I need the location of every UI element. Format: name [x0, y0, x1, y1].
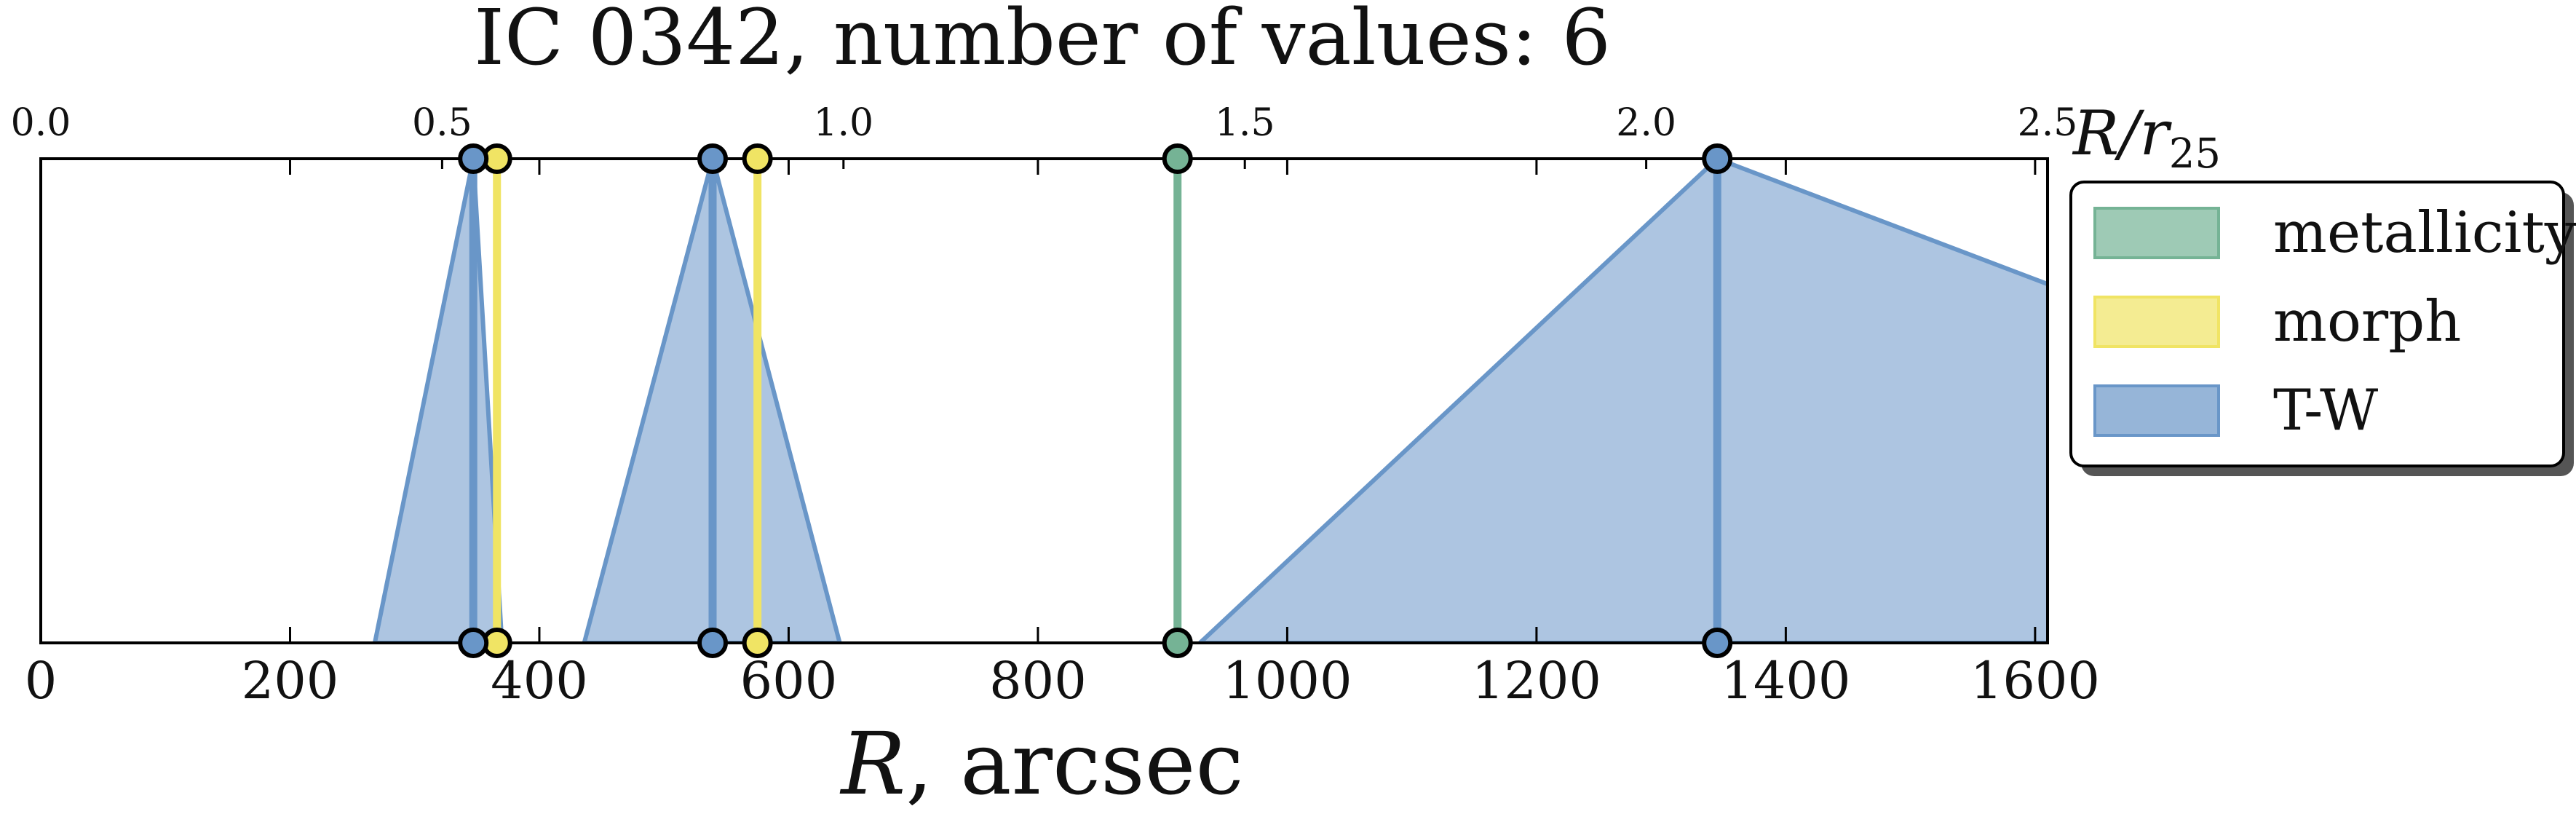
legend-label: T-W [2273, 378, 2378, 443]
x-tick-label: 600 [740, 651, 838, 711]
tw-triangle-0 [372, 159, 504, 643]
legend-swatch-morph [2093, 296, 2220, 348]
plot-frame [39, 157, 2049, 644]
tw-triangle-2 [1197, 159, 2048, 643]
legend-swatch-metallicity [2093, 207, 2220, 259]
x-axis-label-unit: , arcsec [905, 714, 1243, 814]
tw-marker-0-top [458, 143, 489, 174]
top-tick-label: 1.5 [1215, 101, 1275, 145]
x-tick-label: 1200 [1472, 651, 1601, 711]
legend-label: morph [2273, 289, 2461, 355]
x-tick-label: 800 [989, 651, 1087, 711]
top-tick-label: 0.0 [11, 101, 71, 145]
plot-area [372, 159, 2048, 643]
tw-marker-1-bottom [697, 628, 728, 658]
metallicity-marker-0-bottom [1162, 628, 1193, 658]
x-axis-label: R, arcsec [839, 714, 1243, 814]
metallicity-marker-0-top [1162, 143, 1193, 174]
top-axis-label-base: R/r [2072, 98, 2173, 169]
x-axis-label-var: R [839, 714, 905, 814]
legend-swatch-T-W [2093, 384, 2220, 437]
tw-marker-2-bottom [1702, 628, 1733, 658]
top-axis-label-sub: 25 [2169, 130, 2221, 178]
tw-marker-1-top [697, 143, 728, 174]
x-tick-label: 1600 [1970, 651, 2100, 711]
top-axis-label: R/r25 [2072, 98, 2221, 178]
x-tick-label: 400 [491, 651, 588, 711]
chart-title: IC 0342, number of values: 6 [474, 0, 1611, 82]
morph-marker-1-bottom [742, 628, 773, 658]
x-tick-label: 200 [242, 651, 339, 711]
x-tick-label: 1400 [1721, 651, 1850, 711]
top-tick-label: 1.0 [813, 101, 873, 145]
top-tick-label: 2.5 [2018, 101, 2078, 145]
morph-marker-1-top [742, 143, 773, 174]
x-tick-label: 0 [25, 651, 58, 711]
x-tick-label: 1000 [1222, 651, 1352, 711]
tw-marker-0-bottom [458, 628, 489, 658]
top-tick-label: 0.5 [412, 101, 472, 145]
top-tick-label: 2.0 [1616, 101, 1676, 145]
axes: 0 200 400 600 800 1000 1200 1400 1600 0.0 0.5 1.0 1.… [11, 98, 2221, 814]
legend-label: metallicity [2273, 200, 2576, 266]
tw-marker-2-top [1702, 143, 1733, 174]
